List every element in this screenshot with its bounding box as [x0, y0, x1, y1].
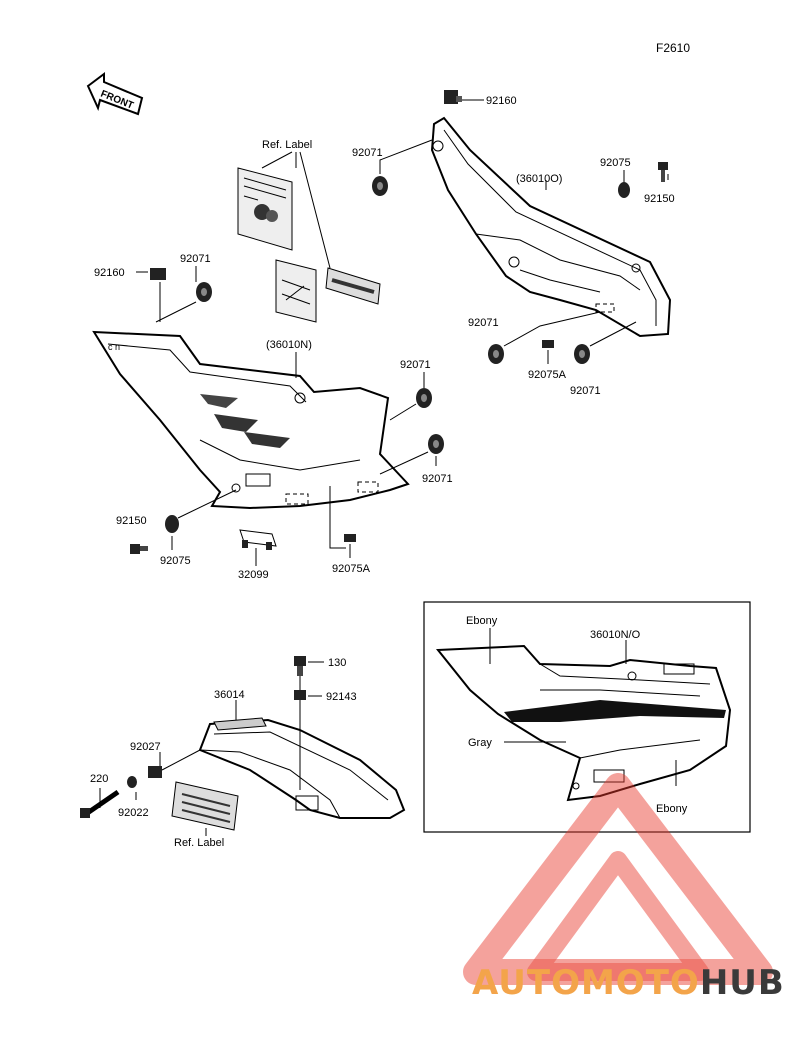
label-92022: 92022	[118, 807, 149, 819]
clip-92075A-r	[542, 340, 554, 348]
label-92027: 92027	[130, 741, 161, 753]
watermark-logo-icon	[463, 773, 773, 985]
label-36014: 36014	[214, 689, 245, 701]
bolt-92150-left	[130, 544, 148, 554]
label-ref-label-bottom: Ref. Label	[174, 837, 224, 849]
label-ref-label-top: Ref. Label	[262, 139, 312, 151]
watermark-text: AUTOMOTOHUB	[472, 963, 785, 1003]
label-36010N: (36010N)	[266, 339, 312, 351]
inset-label-part-no: 36010N/O	[590, 629, 641, 641]
label-92150-left: 92150	[116, 515, 147, 527]
grommet-92071-low	[428, 434, 444, 454]
color-inset	[423, 601, 751, 833]
grommet-92071-r1	[488, 344, 504, 364]
ref-label-sheet-bottom	[171, 781, 239, 831]
grommet-92071-mid	[416, 388, 432, 408]
damper-92075-left	[165, 515, 179, 533]
bolt-220	[80, 789, 120, 818]
label-92071-mid: 92071	[400, 359, 431, 371]
clip-92160-top	[444, 90, 462, 104]
label-220: 220	[90, 773, 108, 785]
grommet-92071-r2	[574, 344, 590, 364]
label-92143: 92143	[326, 691, 357, 703]
label-92160-top: 92160	[486, 95, 517, 107]
washer-92022	[127, 776, 137, 788]
ref-label-sheet-top	[237, 167, 293, 251]
inset-label-gray: Gray	[468, 737, 492, 749]
grommet-92071-left	[196, 282, 212, 302]
clip-92160-left	[150, 268, 166, 280]
damper-92075-top	[618, 182, 630, 198]
bolt-130	[294, 656, 306, 676]
svg-text:c n: c n	[108, 342, 120, 352]
label-92160-left: 92160	[94, 267, 125, 279]
label-32099: 32099	[238, 569, 269, 581]
collar-92027	[148, 766, 162, 778]
inset-label-ebony-bottom: Ebony	[656, 803, 688, 815]
label-92071-left: 92071	[180, 253, 211, 265]
watermark-part1: AUTOMOTO	[472, 963, 700, 1003]
front-arrow-icon: FRONT	[86, 72, 144, 116]
label-92071-low: 92071	[422, 473, 453, 485]
label-36010O: (36010O)	[516, 173, 562, 185]
clip-92075A-low	[344, 534, 356, 542]
label-92075A-low: 92075A	[332, 563, 371, 575]
label-92150-top: 92150	[644, 193, 675, 205]
svg-text:AUTOMOTOHUB: AUTOMOTOHUB	[472, 963, 785, 1003]
label-92075-top: 92075	[600, 157, 631, 169]
ref-label-strip	[325, 267, 381, 305]
nut-92143	[294, 690, 306, 700]
ref-label-sheet-mid	[275, 259, 317, 323]
side-cover-right	[430, 116, 672, 338]
seat-cowl-36014	[198, 717, 406, 819]
figure-code: F2610	[656, 41, 690, 55]
label-92071-a: 92071	[352, 147, 383, 159]
label-92075-left: 92075	[160, 555, 191, 567]
bolt-92150-top	[658, 162, 668, 182]
inset-label-ebony-top: Ebony	[466, 615, 498, 627]
clip-32099	[239, 529, 277, 550]
label-92071-r2: 92071	[570, 385, 601, 397]
watermark-part2: HUB	[700, 963, 785, 1003]
label-92071-r1: 92071	[468, 317, 499, 329]
side-cover-left: c n	[92, 330, 410, 510]
grommet-92071-a	[372, 176, 388, 196]
label-92075A-r: 92075A	[528, 369, 567, 381]
label-130: 130	[328, 657, 346, 669]
